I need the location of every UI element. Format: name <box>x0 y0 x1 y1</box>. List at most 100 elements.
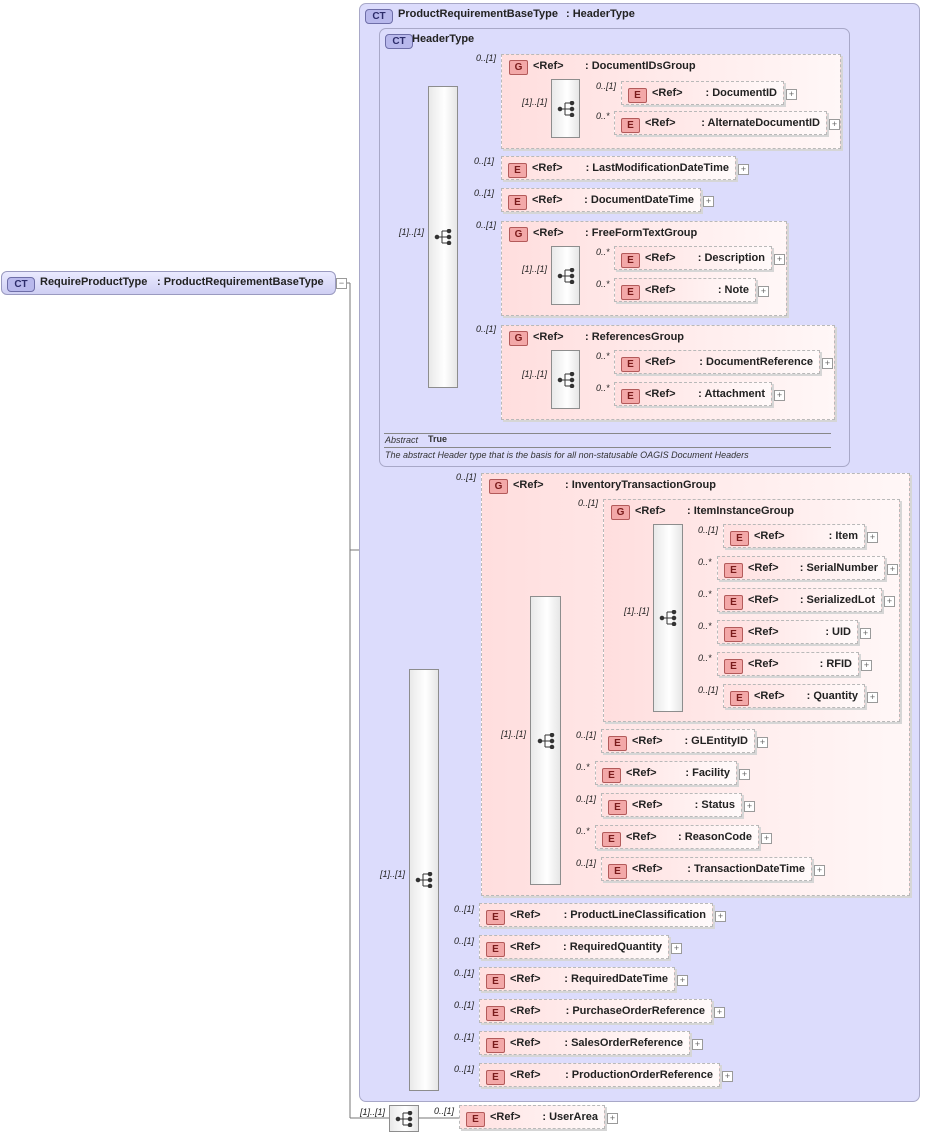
expand-icon[interactable]: + <box>715 911 726 922</box>
element-reason[interactable]: E<Ref>: ReasonCode <box>595 825 759 849</box>
element-icon: E <box>602 832 621 847</box>
expand-icon[interactable]: + <box>758 286 769 297</box>
seq-item-card: [1]..[1] <box>624 606 650 616</box>
element-status[interactable]: E<Ref>: Status <box>601 793 742 817</box>
ref-label: <Ref> <box>510 1005 541 1017</box>
element-name: : DocumentReference <box>699 356 813 368</box>
element-uid[interactable]: E<Ref>: UID <box>717 620 858 644</box>
element-serial[interactable]: E<Ref>: SerialNumber <box>717 556 885 580</box>
expand-icon[interactable]: + <box>822 358 833 369</box>
sequence-item[interactable] <box>653 524 683 712</box>
sequence-invtx[interactable] <box>530 596 561 885</box>
expand-icon[interactable]: + <box>887 564 898 575</box>
expand-icon[interactable]: + <box>671 943 682 954</box>
expand-icon[interactable]: + <box>860 628 871 639</box>
ref-label: <Ref> <box>645 388 676 400</box>
sequence-freeform[interactable] <box>551 246 580 305</box>
expand-icon[interactable]: + <box>692 1039 703 1050</box>
card-lastmod: 0..[1] <box>474 156 495 166</box>
expand-icon[interactable]: + <box>829 119 840 130</box>
element-icon: E <box>621 285 640 300</box>
expand-icon[interactable]: + <box>774 390 785 401</box>
expand-icon[interactable]: + <box>739 769 750 780</box>
element-docdate[interactable]: E<Ref>: DocumentDateTime <box>501 188 701 212</box>
sequence-header[interactable] <box>428 86 458 388</box>
sequence-refs[interactable] <box>551 350 580 409</box>
root-complex-type[interactable]: CT RequireProductType : ProductRequireme… <box>1 271 336 295</box>
ref-label: <Ref> <box>748 658 779 670</box>
abstract-value: True <box>428 434 448 444</box>
group-icon: G <box>509 227 528 242</box>
element-soref[interactable]: E<Ref>: SalesOrderReference <box>479 1031 690 1055</box>
element-note[interactable]: E<Ref>: Note <box>614 278 756 302</box>
expand-icon[interactable]: + <box>703 196 714 207</box>
sequence-docids[interactable] <box>551 79 580 138</box>
group-icon: G <box>509 60 528 75</box>
group-name: : DocumentIDsGroup <box>585 60 696 72</box>
seq-refs-card: [1]..[1] <box>522 369 548 379</box>
element-glentity[interactable]: E<Ref>: GLEntityID <box>601 729 755 753</box>
sequence-icon <box>434 229 452 245</box>
sequence-extension[interactable] <box>409 669 439 1091</box>
expand-icon[interactable]: + <box>867 692 878 703</box>
expand-icon[interactable]: + <box>786 89 797 100</box>
element-icon: E <box>730 691 749 706</box>
element-qty[interactable]: E<Ref>: Quantity <box>723 684 865 708</box>
expand-icon[interactable]: + <box>738 164 749 175</box>
expand-icon[interactable]: + <box>884 596 895 607</box>
card-freeform-group: 0..[1] <box>476 220 497 230</box>
element-docref[interactable]: E<Ref>: DocumentReference <box>614 350 820 374</box>
expand-icon[interactable]: + <box>774 254 785 265</box>
element-lot[interactable]: E<Ref>: SerializedLot <box>717 588 882 612</box>
element-icon: E <box>486 1070 505 1085</box>
element-name: : RFID <box>819 658 852 670</box>
expand-icon[interactable]: + <box>861 660 872 671</box>
element-icon: E <box>608 864 627 879</box>
element-name: : PurchaseOrderReference <box>565 1005 705 1017</box>
expand-icon[interactable]: + <box>757 737 768 748</box>
expand-icon[interactable]: + <box>867 532 878 543</box>
ref-label: <Ref> <box>510 1037 541 1049</box>
abstract-divider <box>384 433 831 434</box>
element-docid[interactable]: E<Ref>: DocumentID <box>621 81 784 105</box>
sequence-root[interactable] <box>389 1105 419 1132</box>
element-name: : Note <box>717 284 749 296</box>
element-icon: E <box>508 195 527 210</box>
element-prodref[interactable]: E<Ref>: ProductionOrderReference <box>479 1063 720 1087</box>
element-reqqty[interactable]: E<Ref>: RequiredQuantity <box>479 935 669 959</box>
element-icon: E <box>608 736 627 751</box>
expand-icon[interactable]: + <box>714 1007 725 1018</box>
element-poref[interactable]: E<Ref>: PurchaseOrderReference <box>479 999 712 1023</box>
collapse-root-icon[interactable]: − <box>336 278 347 289</box>
ref-label: <Ref> <box>532 162 563 174</box>
element-icon: E <box>621 389 640 404</box>
element-reqdate[interactable]: E<Ref>: RequiredDateTime <box>479 967 675 991</box>
expand-icon[interactable]: + <box>744 801 755 812</box>
expand-icon[interactable]: + <box>722 1071 733 1082</box>
element-userarea[interactable]: E<Ref>: UserArea <box>459 1105 605 1129</box>
outer-ct-type: : HeaderType <box>566 8 635 20</box>
expand-icon[interactable]: + <box>761 833 772 844</box>
element-rfid[interactable]: E<Ref>: RFID <box>717 652 859 676</box>
ref-label: <Ref> <box>532 194 563 206</box>
card-uid: 0..* <box>698 621 712 631</box>
element-txdate[interactable]: E<Ref>: TransactionDateTime <box>601 857 812 881</box>
header-doc: The abstract Header type that is the bas… <box>385 450 749 460</box>
card-refs-group: 0..[1] <box>476 324 497 334</box>
element-lastmod[interactable]: E<Ref>: LastModificationDateTime <box>501 156 736 180</box>
element-facility[interactable]: E<Ref>: Facility <box>595 761 737 785</box>
element-desc[interactable]: E<Ref>: Description <box>614 246 772 270</box>
group-icon: G <box>489 479 508 494</box>
sequence-icon <box>415 872 433 888</box>
ref-label: <Ref> <box>754 530 785 542</box>
element-plc[interactable]: E<Ref>: ProductLineClassification <box>479 903 713 927</box>
element-item[interactable]: E<Ref>: Item <box>723 524 865 548</box>
expand-icon[interactable]: + <box>677 975 688 986</box>
element-name: : RequiredQuantity <box>562 941 662 953</box>
expand-icon[interactable]: + <box>607 1113 618 1124</box>
element-attach[interactable]: E<Ref>: Attachment <box>614 382 772 406</box>
root-name: RequireProductType <box>40 276 148 288</box>
complex-type-icon: CT <box>385 34 413 49</box>
element-altdocid[interactable]: E<Ref>: AlternateDocumentID <box>614 111 827 135</box>
expand-icon[interactable]: + <box>814 865 825 876</box>
